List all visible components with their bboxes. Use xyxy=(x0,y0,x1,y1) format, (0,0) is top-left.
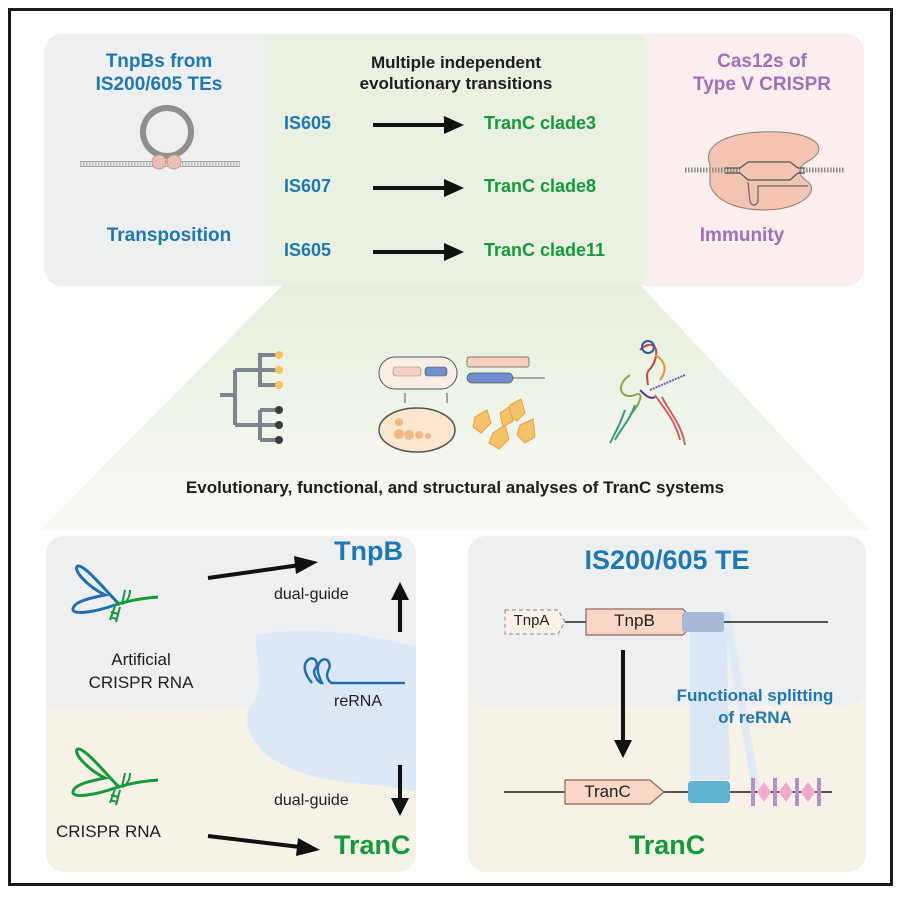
transitions-title: Multiple independent evolutionary transi… xyxy=(359,53,553,93)
artificial-crispr-rna-label: Artificial CRISPR RNA xyxy=(88,650,194,692)
arrow-to-tnpb-icon xyxy=(207,556,318,580)
transition-arrows xyxy=(373,116,464,261)
dual-guide-top-label: dual-guide xyxy=(274,586,349,603)
cas12-protein-icon xyxy=(685,131,845,211)
arrow-right-icon xyxy=(373,179,464,197)
transition-from-3: IS605 xyxy=(284,240,332,260)
arrow-right-icon xyxy=(373,243,464,261)
tnpa-gene xyxy=(504,609,566,635)
tnpa-gene-label: TnpA xyxy=(513,612,550,629)
tnpb-panel-title: TnpBs from IS200/605 TEs xyxy=(95,51,223,95)
arrow-up-icon xyxy=(391,582,409,632)
tranc-label: TranC xyxy=(334,830,411,860)
crispr-rna-label: CRISPR RNA xyxy=(56,822,161,841)
transposition-label: Transposition xyxy=(106,225,232,246)
artificial-crispr-rna-icon xyxy=(71,564,159,623)
rna-guides-panel xyxy=(46,536,416,872)
transition-to-3: TranC clade11 xyxy=(484,240,606,260)
dual-guide-bottom-label: dual-guide xyxy=(274,792,349,809)
transposon-circle-icon xyxy=(80,105,240,170)
crispr-array-icon xyxy=(751,778,821,806)
is200-605-te-title: IS200/605 TE xyxy=(584,545,750,575)
transition-to-2: TranC clade8 xyxy=(484,176,597,196)
arrow-right-icon xyxy=(373,116,464,134)
cas12-panel-title: Cas12s of Type V CRISPR xyxy=(693,51,831,95)
tnpb-gene-label: TnpB xyxy=(614,611,655,630)
transition-from-1: IS605 xyxy=(284,113,332,133)
transition-from-2: IS607 xyxy=(284,176,332,196)
transition-to-1: TranC clade3 xyxy=(484,113,597,133)
immunity-label: Immunity xyxy=(699,225,785,246)
functional-assay-icon xyxy=(378,356,545,453)
crispr-rna-icon xyxy=(71,747,159,806)
arrow-down-icon xyxy=(391,765,409,816)
tranc-gene xyxy=(564,779,665,805)
rerna-icon xyxy=(303,657,405,685)
phylogenetic-tree-icon xyxy=(220,351,283,444)
analyses-caption: Evolutionary, functional, and structural… xyxy=(185,478,725,497)
tranc-bottom-title: TranC xyxy=(628,830,706,860)
transitions-panel xyxy=(264,34,648,286)
tnpb-label: TnpB xyxy=(334,536,403,566)
tranc-gene-label: TranC xyxy=(584,782,631,801)
rerna-block-top xyxy=(682,612,724,632)
rerna-block-bottom xyxy=(688,781,730,803)
functional-splitting-label: Functional splitting of reRNA xyxy=(676,686,834,727)
structure-model-icon xyxy=(609,340,686,446)
arrow-down-icon xyxy=(614,650,632,758)
rerna-label: reRNA xyxy=(334,693,383,710)
arrow-to-tranc-icon xyxy=(207,834,320,856)
